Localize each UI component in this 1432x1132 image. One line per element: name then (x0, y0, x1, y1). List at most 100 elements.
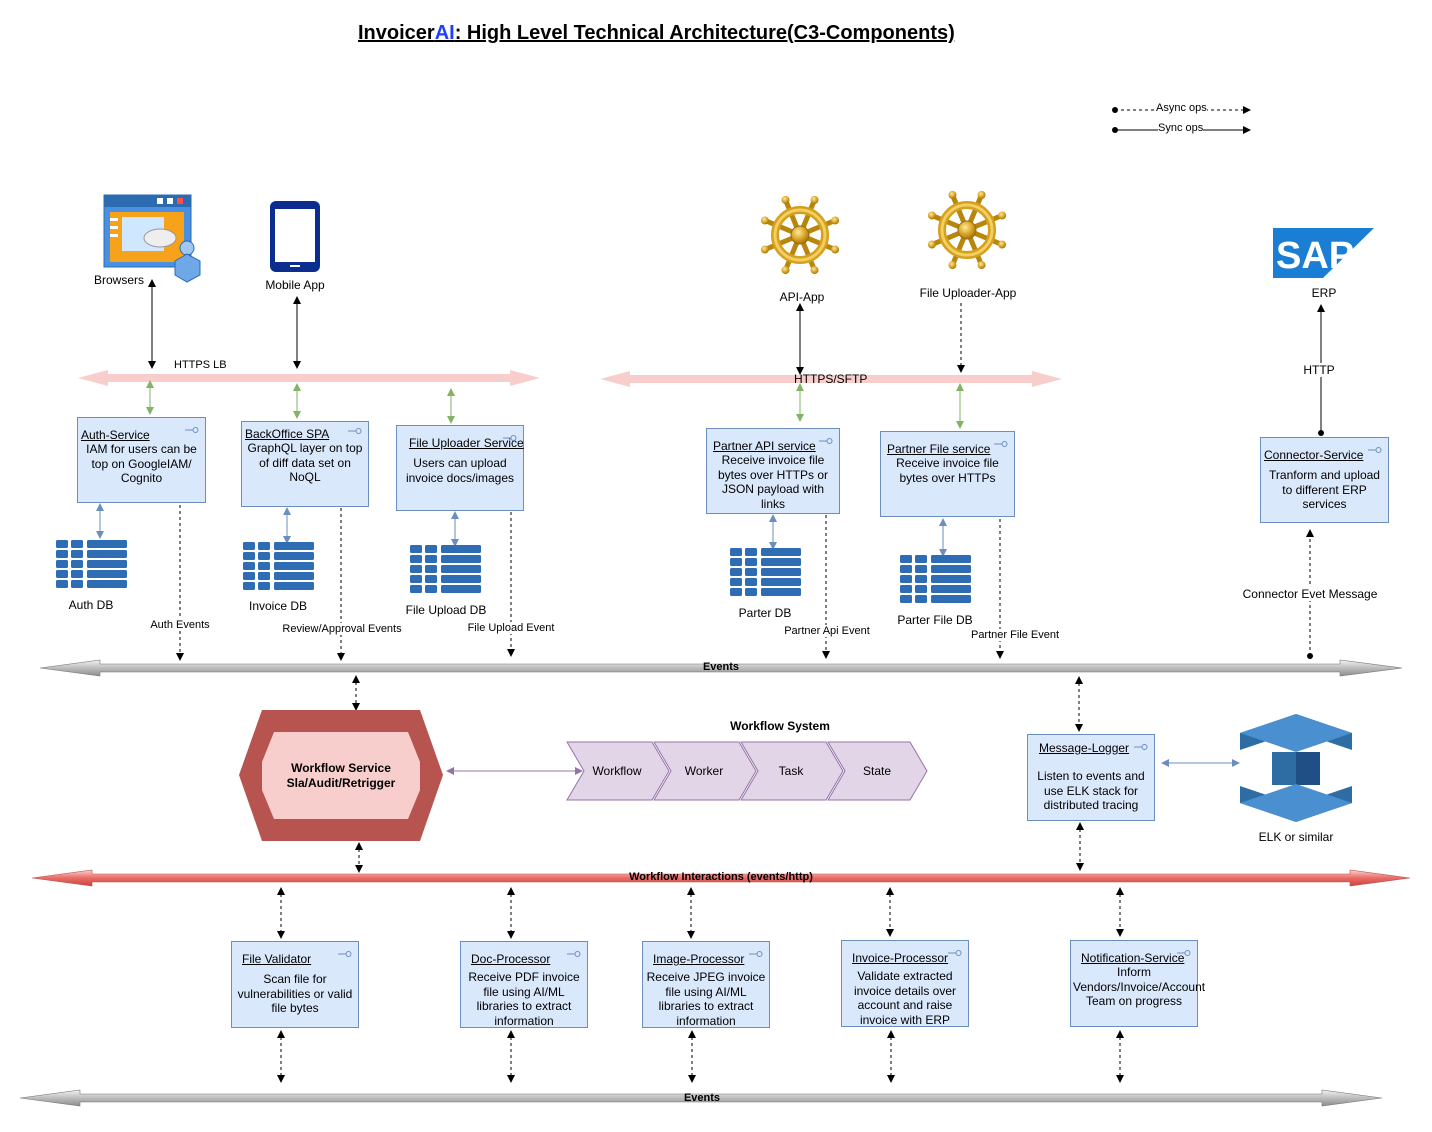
mobile-app-label: Mobile App (265, 278, 325, 292)
partner-file-db-label: Parter File DB (897, 613, 973, 627)
invoice-db-label: Invoice DB (248, 599, 308, 613)
partner-file-event-label: Partner File Event (970, 629, 1060, 641)
file-upload-db-icon (410, 545, 481, 593)
file-upload-db-label: File Upload DB (405, 603, 487, 617)
api-app-label: API-App (779, 290, 825, 304)
component-icon (503, 435, 517, 441)
doc-processor-name: Doc-Processor (471, 952, 551, 966)
notification-service-desc: Inform Vendors/Invoice/Account Team on p… (1073, 965, 1206, 1008)
file-validator: File Validator Scan file for vulnerabili… (231, 941, 359, 1028)
component-icon (819, 438, 833, 444)
auth-events-label: Auth Events (150, 619, 210, 631)
auth-service-desc: IAM for users can be top on GoogleIAM/ C… (86, 442, 197, 485)
backoffice-spa: BackOffice SPA GraphQL layer on top of d… (241, 421, 369, 507)
https-sftp-arrow (600, 371, 1062, 387)
workflow-interactions-label: Workflow Interactions (events/http) (629, 871, 813, 883)
partner-api-event-label: Partner Api Event (784, 625, 870, 637)
partner-file-service-name: Partner File service (887, 442, 991, 456)
workflow-system-label: Workflow System (730, 719, 830, 733)
file-uploader-service-desc: Users can upload invoice docs/images (405, 456, 515, 485)
sap-logo: SAP (1273, 228, 1374, 278)
partner-api-service: Partner API service Receive invoice file… (706, 428, 840, 514)
workflow-service-line2: Sla/Audit/Retrigger (286, 776, 396, 790)
helm-icon-file-uploader-app (927, 190, 1007, 270)
https-lb-label: HTTPS LB (174, 359, 227, 371)
mobile-icon (270, 201, 320, 272)
partner-api-service-name: Partner API service (713, 439, 816, 453)
workflow-steps (566, 741, 928, 801)
step-task (740, 741, 844, 801)
auth-db-label: Auth DB (68, 598, 114, 612)
file-validator-name: File Validator (242, 952, 312, 966)
component-icon (1368, 447, 1382, 453)
legend-async-label: Async ops (1156, 102, 1207, 114)
file-uploader-app-label: File Uploader-App (919, 286, 1017, 300)
invoice-processor-desc: Validate extracted invoice details over … (853, 969, 957, 1027)
step-state (827, 741, 928, 801)
backoffice-spa-name: BackOffice SPA (245, 427, 330, 441)
file-uploader-service: File Uploader Service Users can upload i… (396, 425, 524, 511)
browsers-label: Browsers (93, 273, 145, 287)
component-icon (1177, 950, 1191, 956)
partner-file-service-desc: Receive invoice file bytes over HTTPs (896, 456, 999, 485)
step-workflow (566, 741, 670, 801)
component-icon (994, 441, 1008, 447)
events-bus-top (39, 659, 1403, 677)
workflow-interactions-bus (31, 869, 1411, 887)
message-logger-name: Message-Logger (1039, 741, 1130, 755)
auth-service: Auth-Service IAM for users can be top on… (77, 417, 206, 503)
partner-db-icon (730, 548, 801, 596)
events-bus-bottom (19, 1089, 1383, 1107)
invoice-processor: Invoice-Processor Validate extracted inv… (841, 940, 969, 1027)
file-uploader-service-name: File Uploader Service (409, 436, 524, 450)
step-task-label: Task (778, 764, 804, 778)
image-processor-name: Image-Processor (653, 952, 745, 966)
erp-label: ERP (1311, 286, 1337, 300)
elk-icon (1240, 714, 1352, 822)
component-icon (1134, 744, 1148, 750)
partner-db-label: Parter DB (738, 606, 792, 620)
backoffice-spa-desc: GraphQL layer on top of diff data set on… (247, 441, 363, 484)
invoice-db-icon (243, 542, 314, 590)
component-icon (185, 427, 199, 433)
message-logger-desc: Listen to events and use ELK stack for d… (1037, 769, 1145, 812)
notification-service: Notification-Service Inform Vendors/Invo… (1070, 940, 1206, 1027)
partner-file-db-icon (900, 555, 971, 603)
bus-links (277, 675, 1124, 1083)
component-icon (948, 950, 962, 956)
workflow-service-label: Workflow Service Sla/Audit/Retrigger (287, 761, 396, 791)
page-title: InvoicerAI: High Level Technical Archite… (358, 22, 955, 44)
step-worker (653, 741, 757, 801)
image-processor-desc: Receive JPEG invoice file using AI/ML li… (646, 970, 766, 1028)
doc-processor-desc: Receive PDF invoice file using AI/ML lib… (468, 970, 580, 1028)
http-label: HTTP (1303, 363, 1335, 377)
step-workflow-label: Workflow (592, 764, 642, 778)
workflow-service-line1: Workflow Service (291, 761, 391, 775)
component-icon (749, 951, 763, 957)
connector-event-label: Connector Evet Message (1242, 587, 1378, 601)
message-logger: Message-Logger Listen to events and use … (1027, 734, 1155, 821)
review-events-label: Review/Approval Events (282, 623, 402, 635)
helm-icon-api-app (760, 195, 840, 275)
partner-api-service-desc: Receive invoice file bytes over HTTPs or… (717, 453, 829, 511)
events-top-label: Events (702, 661, 740, 673)
service-db-links (96, 503, 947, 557)
component-icon (567, 951, 581, 957)
notification-service-name: Notification-Service (1081, 951, 1185, 965)
auth-db-icon (56, 540, 127, 588)
lb-service-links (146, 380, 964, 429)
browser-icon (103, 194, 201, 283)
events-bottom-label: Events (683, 1092, 721, 1104)
https-lb-arrow (78, 370, 540, 386)
file-validator-desc: Scan file for vulnerabilities or valid f… (237, 972, 353, 1015)
elk-label: ELK or similar (1258, 830, 1334, 844)
partner-file-service: Partner File service Receive invoice fil… (880, 431, 1015, 517)
https-sftp-label: HTTPS/SFTP (794, 372, 868, 386)
workflow-service-hexagon (239, 710, 443, 841)
invoice-processor-name: Invoice-Processor (852, 951, 949, 965)
svg-text:SAP: SAP (1276, 235, 1354, 277)
auth-service-name: Auth-Service (81, 428, 150, 442)
step-state-label: State (862, 764, 892, 778)
component-icon (338, 951, 352, 957)
